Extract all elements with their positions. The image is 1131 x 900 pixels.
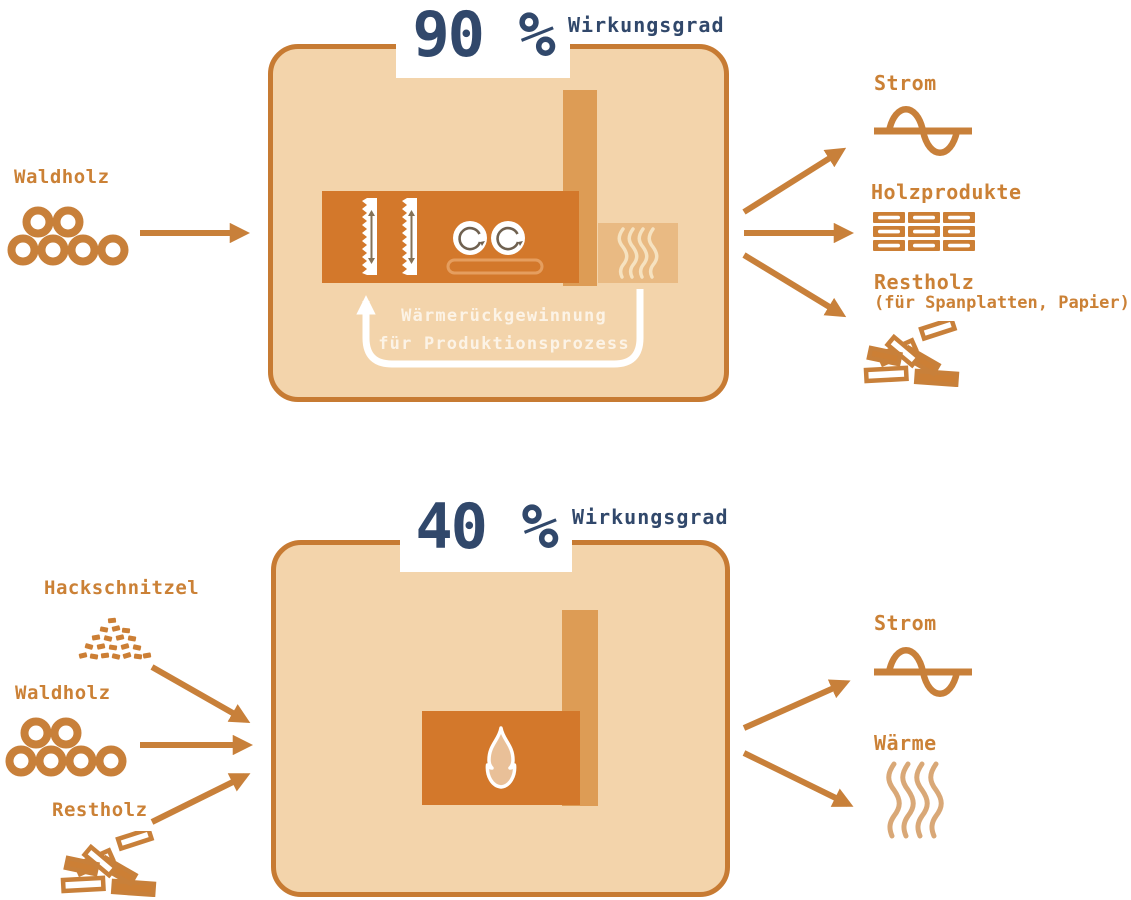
waerme-label: Wärme <box>874 731 937 755</box>
efficiency-title-40: 40 % <box>400 490 572 572</box>
furnace-40 <box>422 711 580 805</box>
sine-wave-icon-top <box>874 106 972 156</box>
sine-wave-icon-bottom <box>874 647 972 697</box>
arrow-plant40-to-strom <box>742 679 851 731</box>
arrow-hackschnitzel-to-plant-40 <box>150 664 251 724</box>
heat-recovery-line1: Wärmerückgewinnung <box>401 306 607 326</box>
wood-chips-icon <box>78 617 152 660</box>
strom-label-bottom: Strom <box>874 611 937 635</box>
arrow-restholz-to-plant-40 <box>150 773 251 825</box>
efficiency-title-90: 90 % <box>396 0 570 78</box>
arrow-plant90-to-strom <box>742 147 847 215</box>
log-pile-icon-bottom <box>5 717 127 777</box>
hackschnitzel-label: Hackschnitzel <box>44 577 200 599</box>
restholz-label-bottom: Restholz <box>52 799 148 821</box>
scrap-wood-pile-icon-bottom <box>60 831 157 897</box>
plant-box-40 <box>271 540 730 897</box>
efficiency-value-90: 90 % <box>412 0 555 71</box>
sawmill-machine-90 <box>322 191 579 283</box>
restholz-note: (für Spanplatten, Papier) <box>874 293 1130 313</box>
waldholz-label-bottom: Waldholz <box>15 682 111 704</box>
exhaust-waves-icon <box>617 227 659 279</box>
furnace-flame-icon <box>485 726 517 789</box>
arrow-plant40-to-waerme <box>742 750 854 807</box>
heat-recovery-line2: für Produktionsprozess <box>378 334 630 355</box>
heat-recovery-caption: Wärmerückgewinnung für Produktionsprozes… <box>368 302 640 358</box>
scrap-wood-pile-icon-top <box>863 321 960 387</box>
restholz-label-top: Restholz <box>874 270 975 294</box>
strom-label-top: Strom <box>874 71 937 95</box>
exhaust-block-90 <box>598 223 678 283</box>
efficiency-value-40: 40 % <box>415 490 558 563</box>
efficiency-label-90: Wirkungsgrad <box>568 13 725 37</box>
stacked-planks-icon <box>873 212 975 251</box>
sawmill-machine-icon <box>361 197 544 276</box>
heat-waves-icon <box>886 761 944 839</box>
waldholz-label-top: Waldholz <box>14 166 110 188</box>
arrow-plant90-to-restholz <box>742 252 847 318</box>
holzprodukte-label: Holzprodukte <box>871 180 1022 204</box>
log-pile-icon <box>7 206 129 266</box>
efficiency-label-40: Wirkungsgrad <box>572 505 729 529</box>
